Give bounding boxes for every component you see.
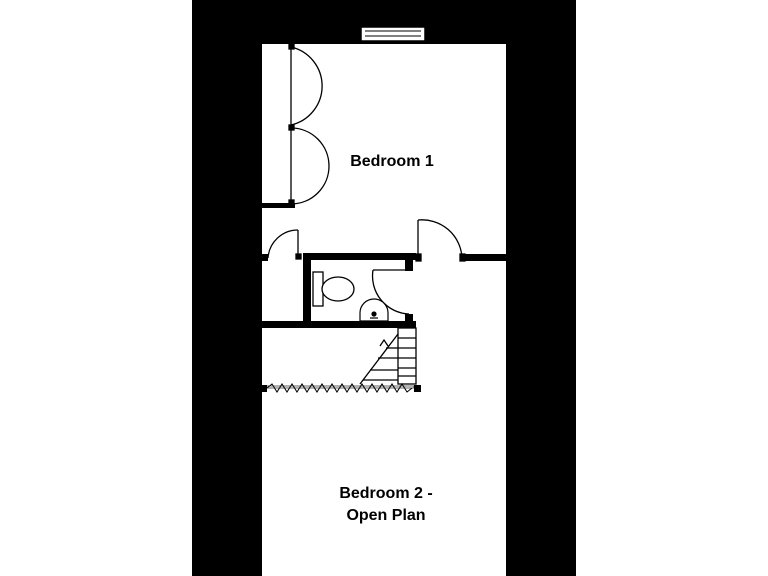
outer-walls — [192, 0, 576, 576]
landing-door-left — [267, 229, 302, 260]
landing-wall-left — [262, 254, 268, 261]
bedroom1-divider-wall — [465, 254, 506, 261]
bathroom-right-jamb-lower — [405, 314, 413, 324]
bedroom1-door — [415, 219, 466, 262]
velux-window-icon — [360, 26, 426, 42]
left-outer-wall — [192, 0, 262, 576]
basin-icon — [359, 298, 389, 322]
bedroom2-label-line2: Open Plan — [346, 507, 425, 524]
bathroom-top-wall — [303, 253, 416, 260]
bathroom-left-wall — [303, 253, 311, 328]
bathroom-bottom-wall — [262, 321, 416, 328]
wardrobe-wall-stub — [262, 203, 295, 208]
bathroom-door — [371, 269, 410, 315]
right-outer-wall — [506, 0, 576, 576]
toilet-icon — [312, 271, 355, 307]
wardrobe-doors — [288, 43, 330, 206]
bedroom1-label: Bedroom 1 — [350, 153, 434, 170]
bathroom-right-jamb — [405, 260, 413, 271]
interior-walls — [262, 203, 506, 328]
bifold-screen-icon — [261, 383, 421, 393]
staircase-icon — [359, 327, 417, 385]
bedroom2-label-line1: Bedroom 2 - — [339, 485, 432, 502]
